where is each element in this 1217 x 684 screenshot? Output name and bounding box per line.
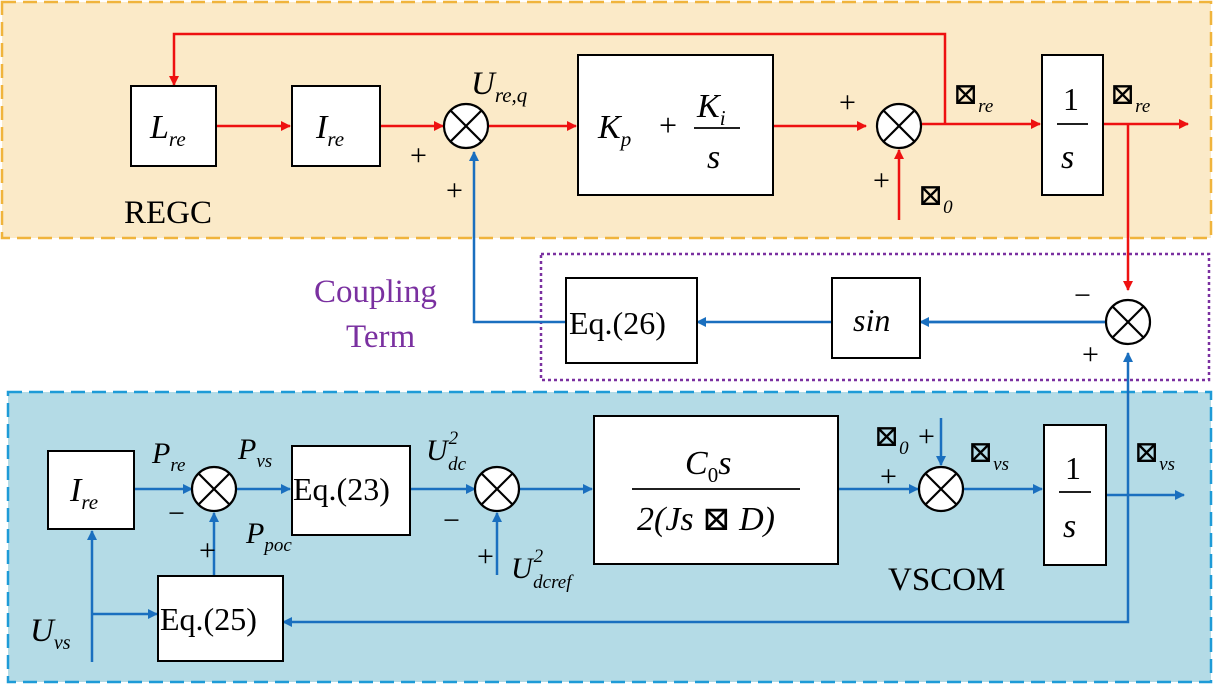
sum-b-left-sign: − [443, 504, 460, 537]
integrator-block-vscom [1043, 424, 1107, 566]
integrator-vscom-num: 1 [1065, 450, 1081, 486]
eq23-label: Eq.(23) [293, 471, 390, 507]
lre-label: Lre [149, 109, 186, 151]
sum-junction-regc-1 [442, 102, 490, 150]
pvs-label: Pvs [237, 433, 272, 472]
eq26-label: Eq.(26) [569, 305, 666, 341]
eq26-block [565, 277, 698, 364]
ire-block-regc [291, 85, 381, 167]
integrator-regc-num: 1 [1063, 81, 1079, 117]
coupling-sum-bottom-sign: + [1082, 338, 1099, 371]
sin-block [831, 277, 921, 359]
sum-a-left-sign: − [168, 497, 185, 530]
pi-kp-label: Kp [597, 109, 631, 151]
theta-re-label: ⊠re [1110, 78, 1150, 117]
coupling-label-line2: Term [346, 319, 415, 355]
sin-label: sin [853, 302, 890, 338]
eq23-block [291, 445, 411, 536]
sum-c-left-sign: + [880, 460, 897, 493]
regc-wires [169, 32, 1189, 291]
sum-junction-vscom-voltage [473, 465, 521, 513]
sum1-bottom-sign: + [446, 174, 463, 207]
sum2-left-sign: + [839, 86, 856, 119]
tf-denominator: 2(Js ⊠ D) [637, 501, 775, 538]
sum-a-bottom-sign: + [199, 534, 216, 567]
omega-re-mid-label: ⊠re [953, 78, 993, 117]
vscom-label: VSCOM [888, 562, 1005, 598]
sum-junction-vscom-power [190, 465, 238, 513]
coupling-label-line1: Coupling [314, 274, 437, 310]
sum1-top-label: Ure,q [471, 66, 528, 107]
eq25-block [157, 575, 284, 662]
sum-junction-regc-2 [875, 102, 923, 150]
transfer-function-block [593, 415, 839, 565]
signal-wires-blue [87, 151, 1185, 662]
sum1-left-sign: + [410, 139, 427, 172]
omega0-regc-label: ⊠0 [918, 179, 953, 218]
eq25-label: Eq.(25) [160, 601, 257, 637]
tf-numerator: C0s [685, 445, 731, 487]
regc-label: REGC [124, 195, 212, 231]
integrator-regc-den: s [1061, 139, 1074, 176]
lre-block [130, 85, 217, 167]
integrator-block-regc [1041, 54, 1104, 196]
ppoc-label: Ppoc [245, 517, 292, 556]
ire-block-vscom [47, 450, 135, 530]
sum-junction-coupling [1104, 298, 1152, 346]
theta-vs-label: ⊠vs [1134, 436, 1175, 475]
pi-denominator: s [707, 139, 720, 176]
coupling-sum-top-sign: − [1074, 279, 1091, 312]
omega-vs-mid-label: ⊠vs [968, 436, 1009, 475]
ire-label-regc: Ire [315, 109, 344, 151]
pre-label: Pre [151, 437, 185, 476]
pi-controller-block [577, 54, 774, 196]
sum-junction-vscom-frequency [917, 465, 965, 513]
sum2-bottom-sign: + [873, 164, 890, 197]
pi-ki-label: Ki [696, 88, 726, 130]
omega0-vscom-label: ⊠0 [874, 420, 909, 459]
integrator-vscom-den: s [1063, 508, 1076, 545]
pi-plus: + [659, 107, 677, 143]
omega0-vscom-sign: + [918, 420, 935, 453]
sum-b-bottom-sign: + [477, 540, 494, 573]
ire-label-vscom: Ire [69, 472, 98, 514]
uvs-label: Uvs [30, 613, 71, 654]
